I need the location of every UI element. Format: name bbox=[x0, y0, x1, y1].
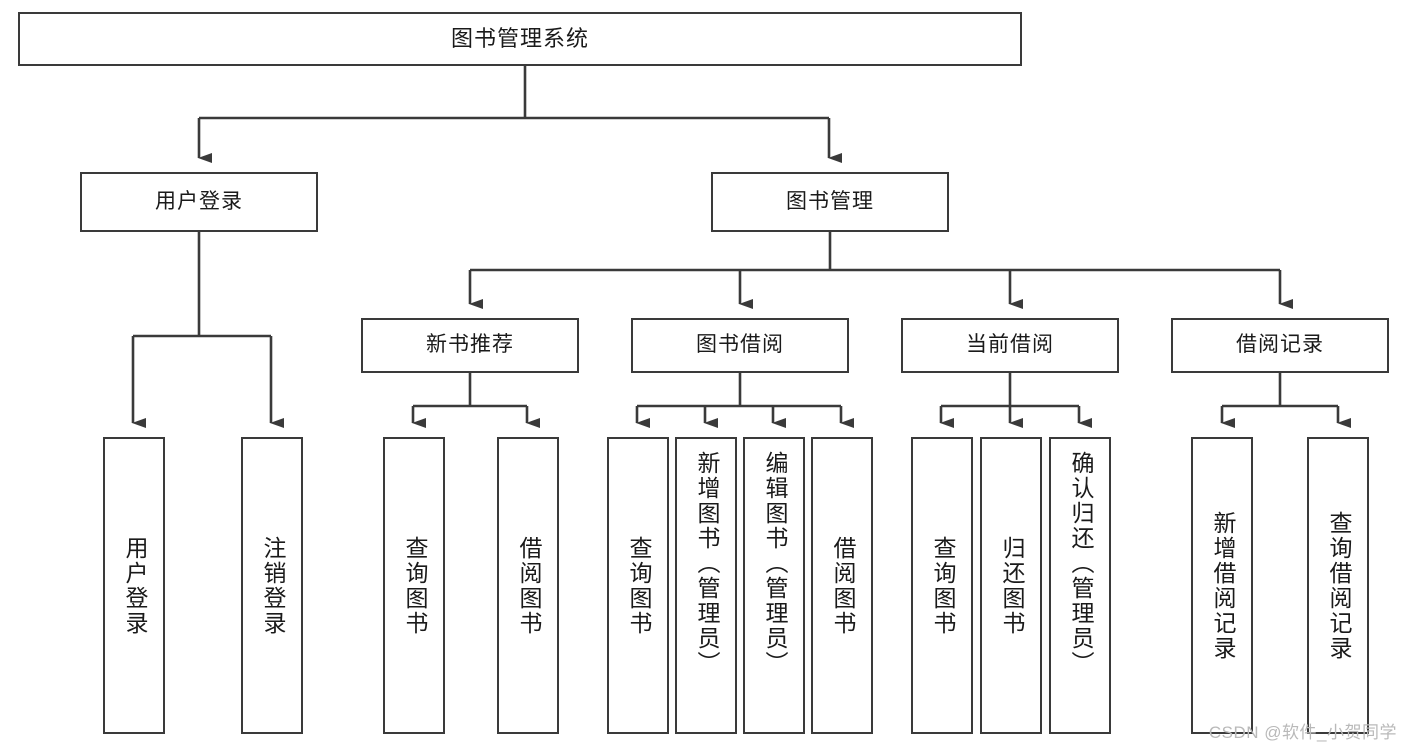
node-label: 注销登录 bbox=[259, 535, 286, 636]
node-label: 确认归还（管理员） bbox=[1067, 451, 1094, 676]
node-label: 借阅图书 bbox=[515, 535, 542, 636]
node-user-login[interactable]: 用户登录 bbox=[80, 172, 318, 232]
leaf-query-book-current[interactable]: 查询图书 bbox=[911, 437, 973, 734]
node-label: 查询图书 bbox=[929, 535, 956, 636]
node-label: 归还图书 bbox=[998, 535, 1025, 636]
node-label: 编辑图书（管理员） bbox=[761, 451, 788, 676]
leaf-borrow-book-recommend[interactable]: 借阅图书 bbox=[497, 437, 559, 734]
node-current-borrow[interactable]: 当前借阅 bbox=[901, 318, 1119, 373]
leaf-borrow-book[interactable]: 借阅图书 bbox=[811, 437, 873, 734]
node-label: 查询图书 bbox=[625, 535, 652, 636]
node-label: 借阅图书 bbox=[829, 535, 856, 636]
leaf-confirm-return-admin[interactable]: 确认归还（管理员） bbox=[1049, 437, 1111, 734]
node-book-management[interactable]: 图书管理 bbox=[711, 172, 949, 232]
node-book-borrow[interactable]: 图书借阅 bbox=[631, 318, 849, 373]
node-new-book-recommend[interactable]: 新书推荐 bbox=[361, 318, 579, 373]
leaf-query-borrow-record[interactable]: 查询借阅记录 bbox=[1307, 437, 1369, 734]
node-label: 当前借阅 bbox=[966, 333, 1054, 357]
node-label: 图书管理 bbox=[786, 189, 874, 213]
leaf-query-book-recommend[interactable]: 查询图书 bbox=[383, 437, 445, 734]
leaf-query-book-borrow[interactable]: 查询图书 bbox=[607, 437, 669, 734]
node-label: 新书推荐 bbox=[426, 333, 514, 357]
node-label: 图书管理系统 bbox=[450, 26, 589, 52]
csdn-watermark: CSDN @软件_小贺同学 bbox=[1208, 723, 1397, 742]
node-book-management-system[interactable]: 图书管理系统 bbox=[18, 12, 1022, 66]
node-label: 用户登录 bbox=[121, 535, 148, 636]
node-label: 图书借阅 bbox=[696, 333, 784, 357]
node-label: 新增图书（管理员） bbox=[693, 451, 720, 676]
node-label: 新增借阅记录 bbox=[1209, 510, 1236, 661]
node-borrow-record[interactable]: 借阅记录 bbox=[1171, 318, 1389, 373]
node-label: 查询借阅记录 bbox=[1325, 510, 1352, 661]
leaf-logout-login[interactable]: 注销登录 bbox=[241, 437, 303, 734]
leaf-add-borrow-record[interactable]: 新增借阅记录 bbox=[1191, 437, 1253, 734]
leaf-return-book[interactable]: 归还图书 bbox=[980, 437, 1042, 734]
leaf-add-book-admin[interactable]: 新增图书（管理员） bbox=[675, 437, 737, 734]
leaf-edit-book-admin[interactable]: 编辑图书（管理员） bbox=[743, 437, 805, 734]
node-label: 查询图书 bbox=[401, 535, 428, 636]
node-label: 用户登录 bbox=[155, 189, 243, 213]
leaf-user-login[interactable]: 用户登录 bbox=[103, 437, 165, 734]
node-label: 借阅记录 bbox=[1236, 333, 1324, 357]
